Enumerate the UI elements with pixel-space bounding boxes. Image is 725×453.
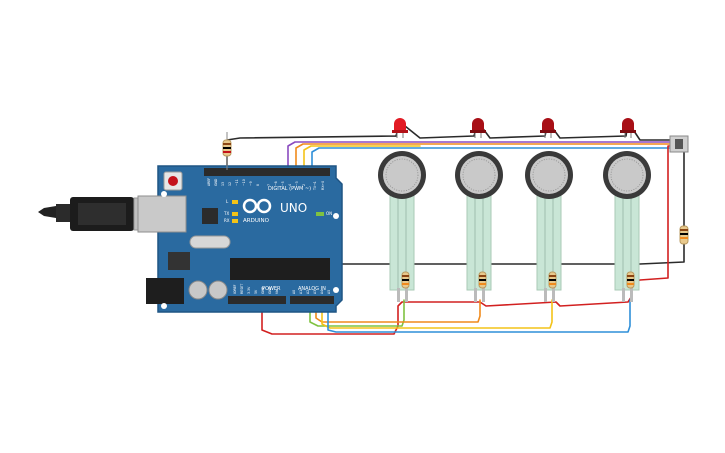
resistor-left — [222, 132, 232, 170]
resistor-sensor-3 — [548, 271, 557, 289]
digital-label: DIGITAL (PWM ~) — [268, 186, 311, 192]
pin-label: A3 — [313, 290, 317, 294]
analog-header — [290, 296, 334, 304]
arduino-uno-board: ARDUINO UNO DIGITAL (PWM ~) POWER ANALOG… — [137, 165, 343, 313]
power-header — [228, 296, 286, 304]
pin-label: IOREF — [233, 284, 237, 294]
led-2[interactable] — [470, 118, 486, 138]
led-1[interactable] — [392, 118, 408, 138]
pushbutton[interactable] — [669, 135, 689, 153]
microcontroller-chip — [230, 258, 330, 280]
wires — [226, 121, 685, 335]
dc-jack — [146, 278, 184, 304]
wire-analog-a1 — [315, 299, 481, 323]
resistor-sensor-4 — [626, 271, 635, 289]
pin-label: 5V — [254, 289, 258, 294]
power-label: POWER — [262, 286, 281, 292]
pin-label: ~10 — [242, 179, 246, 186]
pin-label: 13 — [221, 182, 225, 186]
pin-label: 8 — [256, 184, 260, 186]
pin-label: 2 — [302, 184, 306, 186]
pin-label: A2 — [306, 290, 310, 294]
pin-label: Vin — [275, 289, 279, 294]
wire-analog-a0 — [309, 299, 405, 327]
pin-label: A0 — [292, 290, 296, 294]
wire-digital-1 — [287, 141, 677, 171]
pin-label: ~6 — [274, 181, 278, 186]
tx-label: TX — [223, 211, 229, 216]
wire-digital-4 — [311, 147, 677, 171]
analog-pin-labels: A0 A1 A2 A3 A4 A5 — [292, 290, 331, 294]
pin-label: 7 — [267, 184, 271, 186]
brand-label: ARDUINO — [243, 218, 270, 224]
pin-label: AREF — [207, 178, 211, 186]
analog-label: ANALOG IN — [298, 286, 326, 292]
pin-label: RX←0 — [321, 181, 325, 190]
digital-header — [204, 168, 330, 176]
digital-pin-labels: AREF GND 13 12 ~11 ~10 ~9 8 7 ~6 ~5 4 ~3… — [207, 178, 325, 191]
resistor-right — [679, 225, 689, 245]
l-label: L — [226, 199, 229, 204]
pin-label: TX→1 — [313, 181, 317, 191]
pin-label: ~9 — [249, 181, 253, 186]
pin-label: GND — [261, 286, 265, 294]
wire-5v — [261, 295, 633, 335]
resistor-sensor-1 — [401, 271, 410, 289]
wire-analog-a3 — [327, 299, 631, 333]
pin-label: GND — [268, 286, 272, 294]
pin-label: A5 — [327, 290, 331, 294]
arduino-logo-icon — [242, 198, 272, 214]
resistor-sensor-2 — [478, 271, 487, 289]
wire-digital-3 — [303, 145, 421, 171]
pin-label: GND — [214, 178, 218, 186]
pin-label: ~11 — [235, 179, 239, 186]
led-4[interactable] — [620, 118, 636, 138]
pin-label: A4 — [320, 290, 324, 294]
pin-label: 3.3V — [247, 286, 251, 294]
pin-label: 4 — [288, 184, 292, 186]
usb-jack — [137, 195, 187, 233]
pin-label: A1 — [299, 290, 303, 294]
power-pin-labels: IOREF RESET 3.3V 5V GND GND Vin — [233, 284, 279, 294]
pin-label: ~3 — [295, 181, 299, 186]
force-sensor-1[interactable] — [378, 151, 426, 302]
pin-label: ~5 — [281, 181, 285, 186]
pin-label: 12 — [228, 182, 232, 186]
pin-label: RESET — [240, 284, 244, 294]
wire-analog-a2 — [321, 299, 553, 329]
led-3[interactable] — [540, 118, 556, 138]
on-label: ON — [326, 211, 332, 216]
rx-label: RX — [224, 218, 230, 223]
model-label: UNO — [280, 201, 307, 215]
wire-digital-2 — [295, 143, 677, 171]
